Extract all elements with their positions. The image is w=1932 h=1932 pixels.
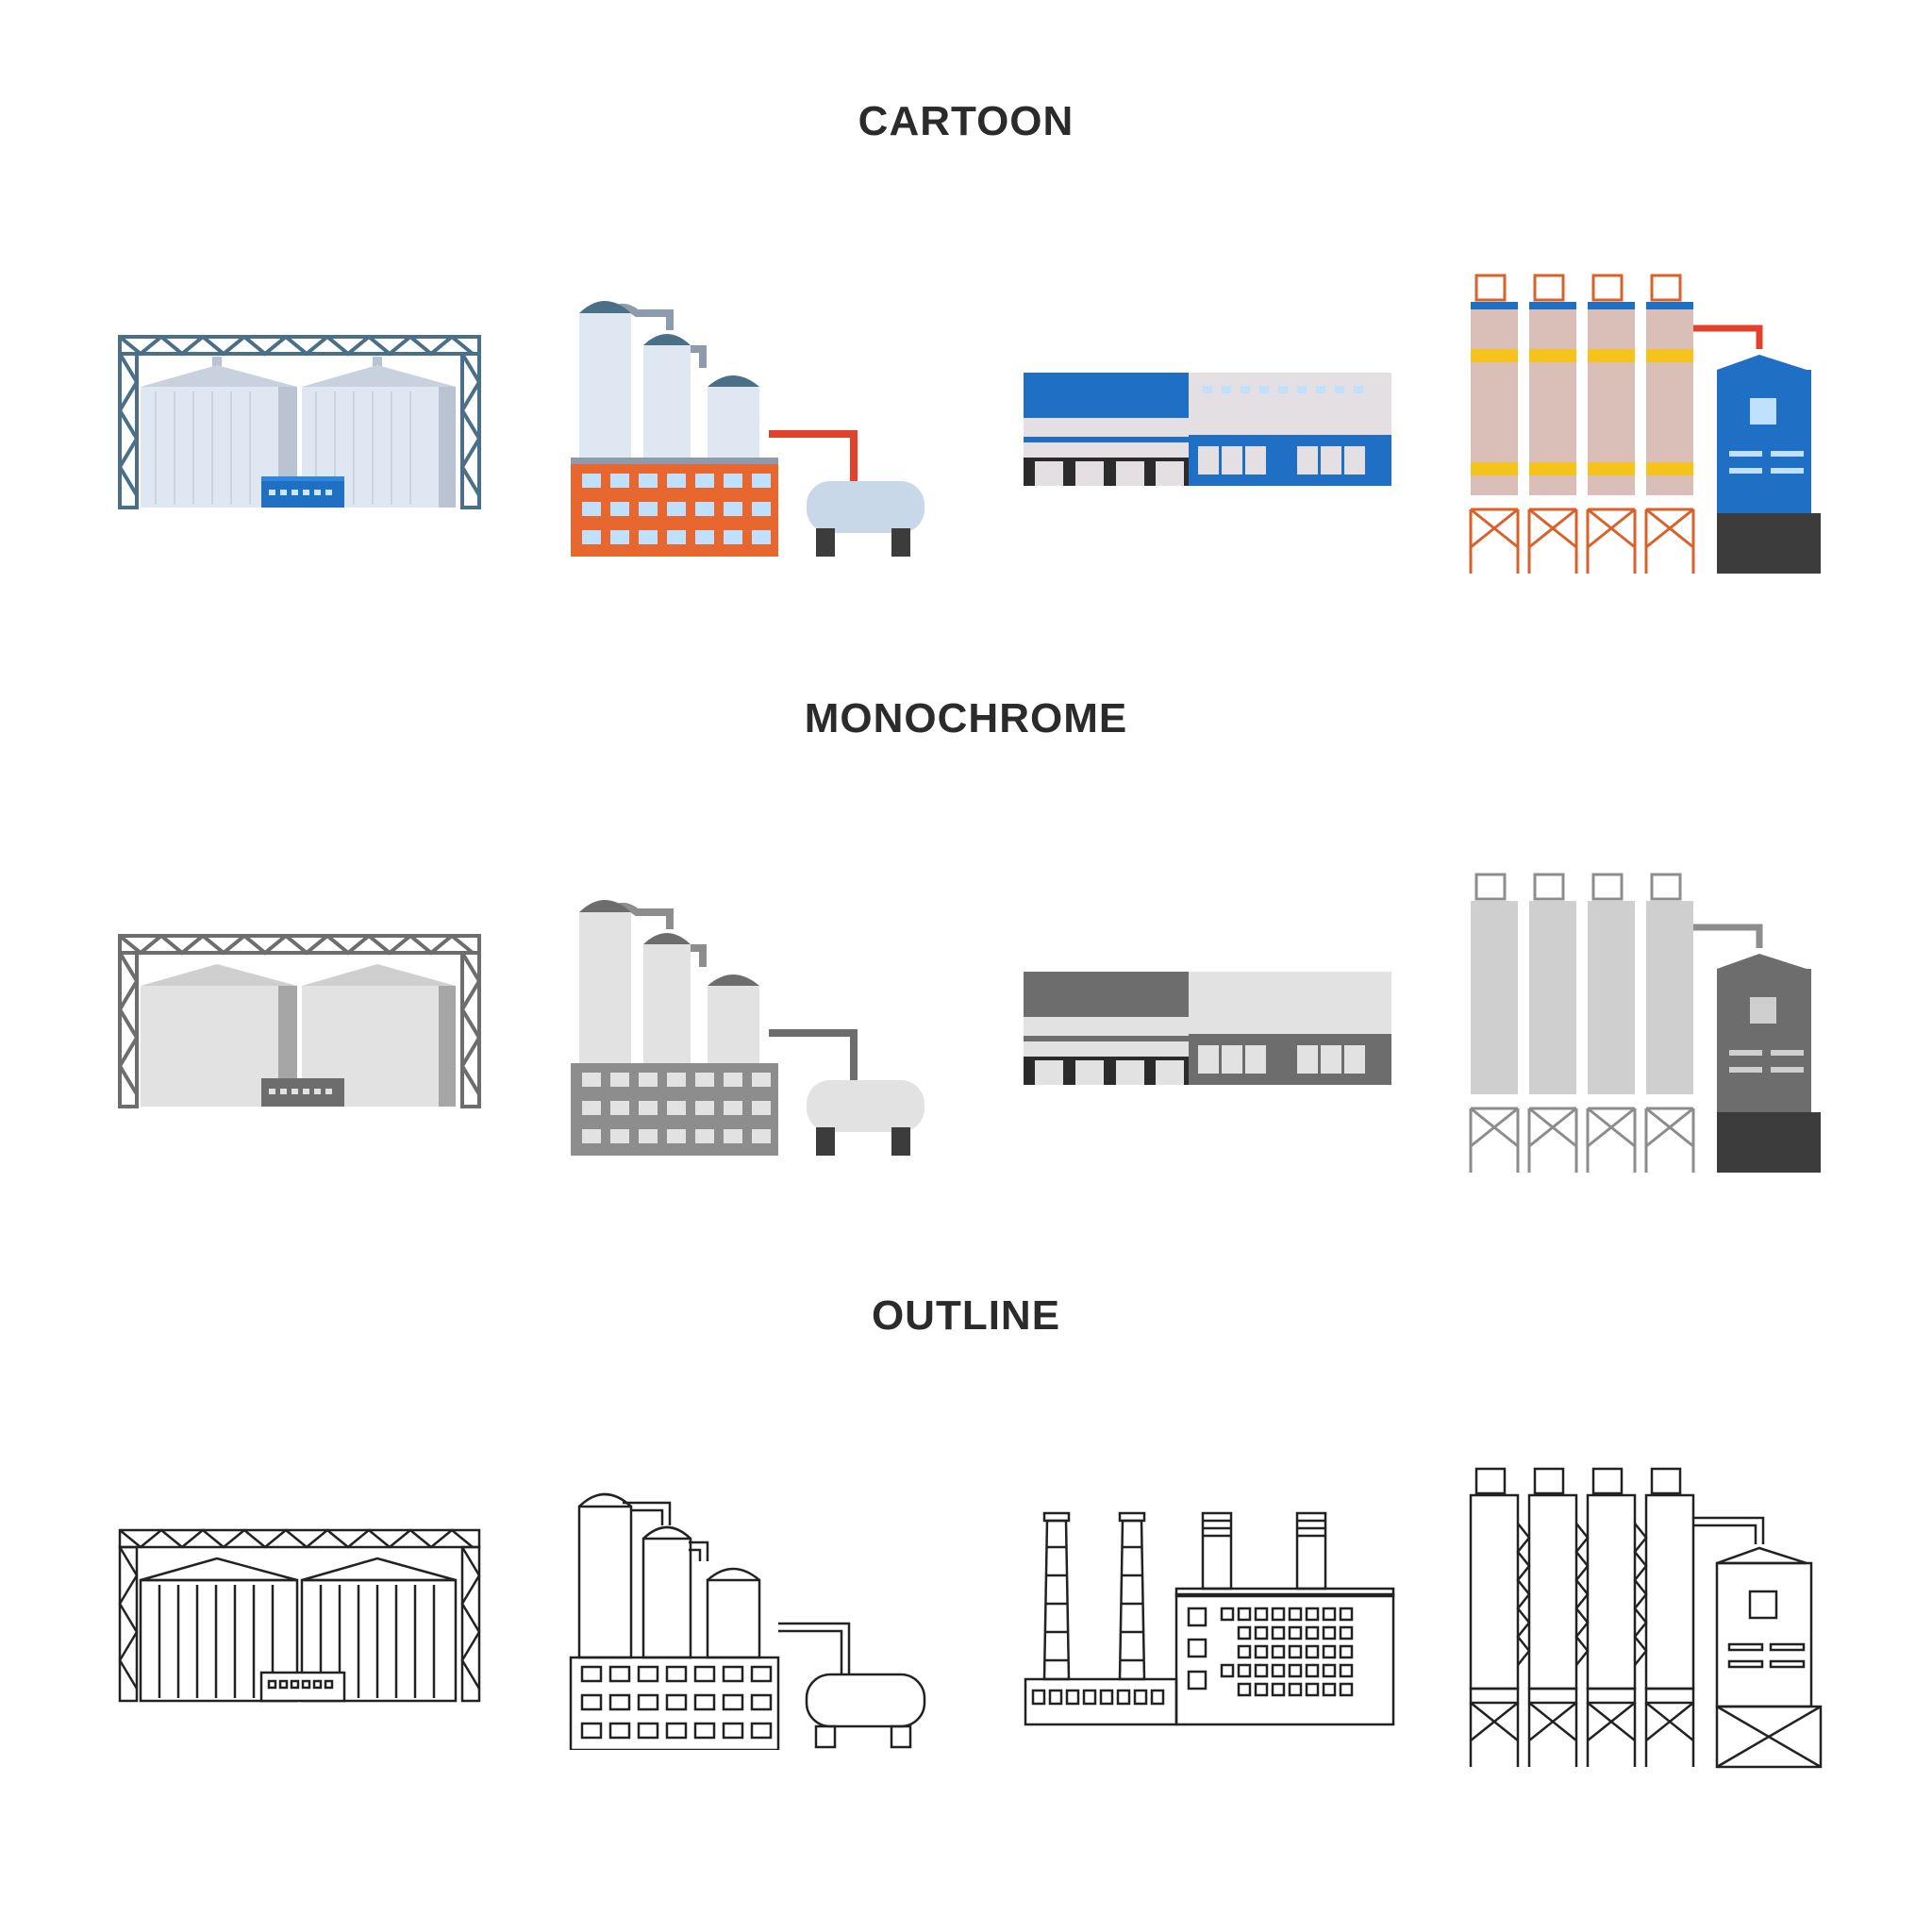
- section-title-outline: OUTLINE: [871, 1292, 1061, 1339]
- warehouse-building-icon: [1024, 972, 1391, 1085]
- refinery-tanks-icon: [571, 900, 924, 1156]
- refinery-tanks-icon: [571, 301, 924, 557]
- factory-chimneys-icon: [1024, 1511, 1395, 1726]
- cement-plant-silos-icon: [1469, 274, 1821, 574]
- grain-silo-gantry-icon: [118, 1528, 481, 1703]
- cement-plant-silos-icon: [1469, 873, 1821, 1173]
- grain-silo-gantry-icon: [118, 934, 481, 1108]
- refinery-tanks-icon: [569, 1492, 926, 1750]
- cement-plant-silos-icon: [1469, 1467, 1823, 1769]
- section-title-monochrome: MONOCHROME: [804, 695, 1128, 741]
- section-title-cartoon: CARTOON: [858, 98, 1074, 144]
- warehouse-building-icon: [1024, 373, 1391, 486]
- grain-silo-gantry-icon: [118, 335, 481, 509]
